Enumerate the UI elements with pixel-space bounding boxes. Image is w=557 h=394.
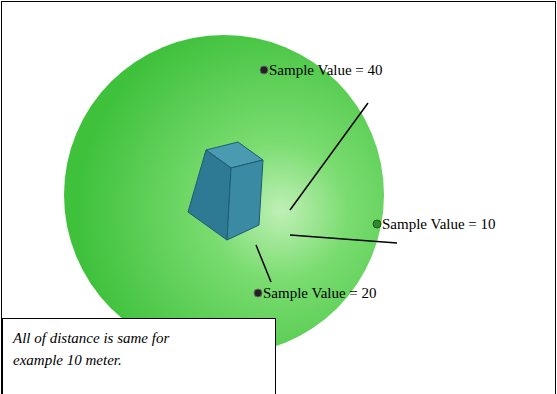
sample-value-label: Sample Value = 40 [269, 62, 383, 78]
sample-value-label: Sample Value = 10 [382, 216, 496, 232]
sample-points [254, 66, 381, 297]
note-text: All of distance is same for example 10 m… [3, 319, 223, 371]
leader-lines [256, 103, 397, 282]
cube [188, 142, 263, 240]
sample-value-label: Sample Value = 20 [263, 285, 377, 301]
sphere [64, 35, 384, 355]
note-box: All of distance is same for example 10 m… [2, 318, 276, 394]
